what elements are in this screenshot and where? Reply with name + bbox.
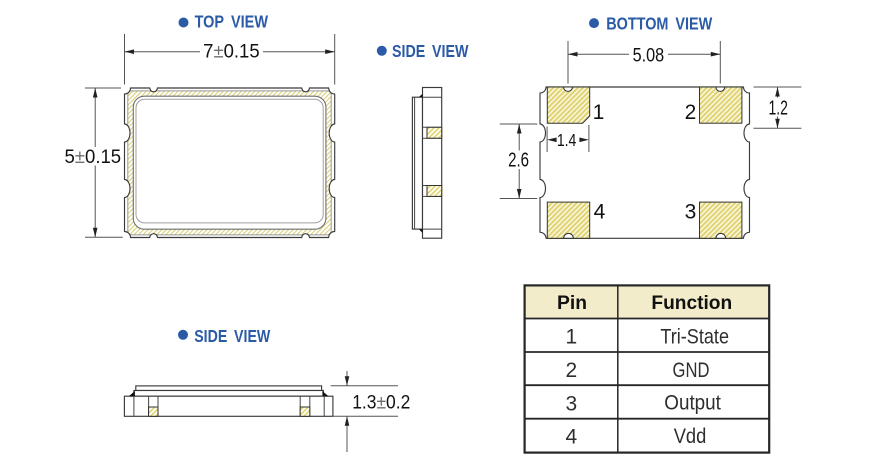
svg-text:5±0.15: 5±0.15 <box>64 147 121 168</box>
svg-text:2: 2 <box>566 359 578 382</box>
svg-text:7±0.15: 7±0.15 <box>203 42 260 63</box>
svg-text:1.2: 1.2 <box>768 98 788 120</box>
svg-text:1.4: 1.4 <box>557 130 577 150</box>
svg-text:GND: GND <box>673 359 710 382</box>
svg-text:SIDE VIEW: SIDE VIEW <box>194 326 270 346</box>
svg-text:2: 2 <box>685 101 697 124</box>
svg-text:Tri-State: Tri-State <box>660 326 729 349</box>
svg-text:Output: Output <box>664 392 721 415</box>
svg-text:5.08: 5.08 <box>633 45 665 66</box>
svg-text:Function: Function <box>651 293 732 314</box>
svg-text:4: 4 <box>594 200 606 223</box>
svg-text:1.3±0.2: 1.3±0.2 <box>352 393 410 414</box>
svg-text:4: 4 <box>566 426 578 449</box>
svg-text:SIDE VIEW: SIDE VIEW <box>392 41 469 61</box>
svg-text:Vdd: Vdd <box>674 425 707 448</box>
svg-text:3: 3 <box>685 200 697 223</box>
svg-text:Pin: Pin <box>557 293 587 314</box>
svg-text:1: 1 <box>593 101 605 124</box>
svg-text:BOTTOM VIEW: BOTTOM VIEW <box>606 14 712 34</box>
svg-text:1: 1 <box>566 326 578 349</box>
svg-text:2.6: 2.6 <box>508 150 529 172</box>
svg-text:TOP VIEW: TOP VIEW <box>195 12 269 32</box>
svg-text:3: 3 <box>566 392 578 415</box>
